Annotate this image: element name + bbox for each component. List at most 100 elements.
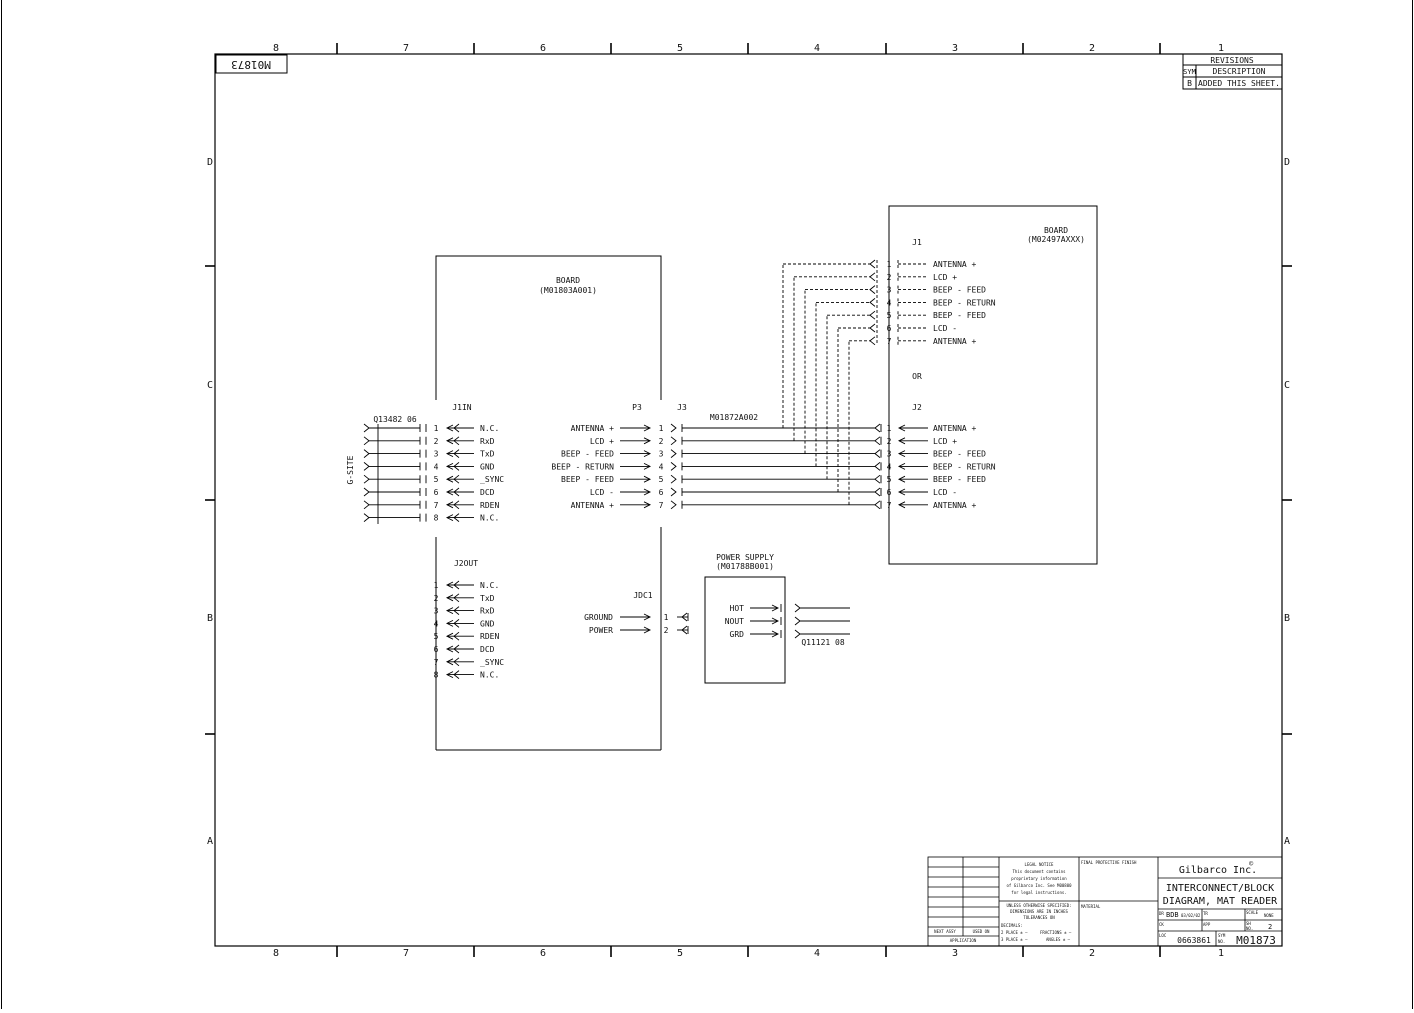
jdc1-pin-label: GROUND bbox=[584, 613, 613, 622]
power-supply-box: POWER SUPPLY (M01788B001) bbox=[704, 553, 786, 684]
j1-pin-number: 3 bbox=[887, 286, 892, 295]
j2-pin-chevron bbox=[874, 436, 881, 446]
zone-num-bottom: 5 bbox=[677, 948, 683, 959]
gsite-chevron bbox=[363, 423, 370, 433]
j1-pin-chevron bbox=[869, 336, 876, 346]
drawing-title-line2: DIAGRAM, MAT READER bbox=[1163, 896, 1278, 907]
drawing-id-box-rotated: M01873 bbox=[215, 54, 288, 74]
j1-pin-number: 2 bbox=[887, 273, 892, 282]
j2-pin-label: BEEP - RETURN bbox=[933, 462, 996, 471]
j1in-pin-number: 7 bbox=[434, 501, 439, 510]
decimals-label: DECIMALS: bbox=[1001, 923, 1023, 928]
power-pin-label: NOUT bbox=[725, 617, 744, 626]
j2-pin-chevron bbox=[874, 487, 881, 497]
ck-label: CK bbox=[1159, 922, 1164, 927]
p3-pin-number: 4 bbox=[659, 462, 664, 471]
j1-pin-label: ANTENNA + bbox=[933, 260, 977, 269]
connector-j1in: J1IN bbox=[452, 403, 471, 412]
drawing-title-line1: INTERCONNECT/BLOCK bbox=[1166, 883, 1274, 894]
legal-notice-line: proprietary information bbox=[1011, 876, 1067, 881]
p3-pin-arrow bbox=[643, 424, 652, 432]
j1-pin-chevron bbox=[869, 285, 876, 294]
legal-notice-line: of Gilbarco Inc. See M00800 bbox=[1006, 883, 1072, 888]
gsite-chevron bbox=[363, 513, 370, 522]
unless-line: DIMENSIONS ARE IN INCHES bbox=[1010, 909, 1068, 914]
board-right: BOARD (M02497AXXX) bbox=[888, 205, 1098, 565]
title-block bbox=[927, 856, 1283, 947]
j1-pin-label: BEEP - RETURN bbox=[933, 298, 996, 307]
power-cable-label: Q11121 08 bbox=[801, 638, 845, 647]
zone-num-bottom: 3 bbox=[952, 948, 958, 959]
finish-label: FINAL PROTECTIVE FINISH bbox=[1081, 860, 1137, 865]
board-left: BOARD (M01803A001) bbox=[435, 255, 662, 751]
jdc1-pin-number: 2 bbox=[664, 626, 669, 635]
app-label: APP bbox=[1203, 922, 1211, 927]
power-cable-chevron bbox=[794, 603, 801, 613]
j2out-pin-number: 6 bbox=[434, 645, 439, 654]
zone-num-top: 8 bbox=[273, 43, 279, 54]
zone-num-top: 6 bbox=[540, 43, 546, 54]
drawing-number: M01873 bbox=[1236, 934, 1276, 947]
dr-label: DR bbox=[1159, 911, 1164, 916]
zone-letter-left: B bbox=[207, 613, 213, 624]
power-pin-label: HOT bbox=[730, 604, 745, 613]
p3-pin-arrow bbox=[643, 501, 652, 509]
connector-p3: P3 bbox=[632, 403, 642, 412]
zone-num-bottom: 1 bbox=[1218, 948, 1224, 959]
revisions-sym-header: SYM bbox=[1183, 68, 1196, 76]
zone-letter-right: B bbox=[1284, 613, 1290, 624]
p3-pin-number: 2 bbox=[659, 437, 664, 446]
j2out-pin-number: 2 bbox=[434, 594, 439, 603]
j3-pin-chevron bbox=[670, 462, 677, 471]
jdc1-pin-label: POWER bbox=[589, 626, 613, 635]
j2-pin-label: LCD + bbox=[933, 437, 957, 446]
gsite-chevron bbox=[363, 462, 370, 471]
j3-pin-chevron bbox=[670, 487, 677, 497]
j2out-pin-number: 3 bbox=[434, 607, 439, 616]
legal-notice-line: LEGAL NOTICE bbox=[1025, 862, 1054, 867]
j2-pin-chevron bbox=[874, 462, 881, 471]
wiring-layer bbox=[363, 259, 928, 679]
zone-num-bottom: 8 bbox=[273, 948, 279, 959]
zone-letter-right: A bbox=[1284, 836, 1290, 847]
connector-j3: J3 bbox=[677, 403, 687, 412]
j1-pin-number: 7 bbox=[887, 337, 892, 346]
power-pin-arrow bbox=[771, 604, 780, 612]
j1in-pin-label: DCD bbox=[480, 488, 495, 497]
j2-pin-label: BEEP - FEED bbox=[933, 475, 986, 484]
j1-pin-label: ANTENNA + bbox=[933, 337, 977, 346]
gsite-chevron bbox=[363, 436, 370, 446]
cable-label: M01872A002 bbox=[710, 413, 758, 422]
sym-label: SYM bbox=[1218, 933, 1226, 938]
j1in-pin-label: _SYNC bbox=[480, 475, 504, 484]
jdc1-pin-arrow bbox=[643, 626, 652, 634]
j1in-pin-number: 6 bbox=[434, 488, 439, 497]
zone-num-top: 4 bbox=[814, 43, 820, 54]
application-label: APPLICATION bbox=[950, 938, 977, 943]
connector-j2: J2 bbox=[912, 403, 922, 412]
j1in-pin-number: 1 bbox=[434, 424, 439, 433]
p3-pin-number: 5 bbox=[659, 475, 664, 484]
dr-value: BDB bbox=[1166, 911, 1179, 919]
j1-pin-number: 6 bbox=[887, 324, 892, 333]
p3-pin-label: ANTENNA + bbox=[571, 501, 615, 510]
zone-num-top: 1 bbox=[1218, 43, 1224, 54]
power-pin-label: GRD bbox=[730, 630, 745, 639]
j2-pin-number: 2 bbox=[887, 437, 892, 446]
j1-pin-number: 4 bbox=[887, 298, 892, 307]
j2-pin-label: BEEP - FEED bbox=[933, 450, 986, 459]
revision-desc: ADDED THIS SHEET. bbox=[1198, 79, 1280, 88]
board-right-title: BOARD bbox=[1044, 226, 1068, 235]
j2out-pin-label: RxD bbox=[480, 607, 495, 616]
gsite-chevron bbox=[363, 449, 370, 458]
j2out-pin-number: 1 bbox=[434, 581, 439, 590]
j1in-pin-label: TxD bbox=[480, 450, 495, 459]
j1in-pin-number: 3 bbox=[434, 450, 439, 459]
copyright-mark: © bbox=[1249, 860, 1254, 868]
sheet-no-label: NO. bbox=[1246, 926, 1253, 931]
j2out-pin-label: DCD bbox=[480, 645, 495, 654]
p3-pin-arrow bbox=[643, 462, 652, 470]
legal-notice-line: This document contains bbox=[1013, 869, 1067, 874]
drawing-id-rotated: M01873 bbox=[231, 58, 271, 71]
